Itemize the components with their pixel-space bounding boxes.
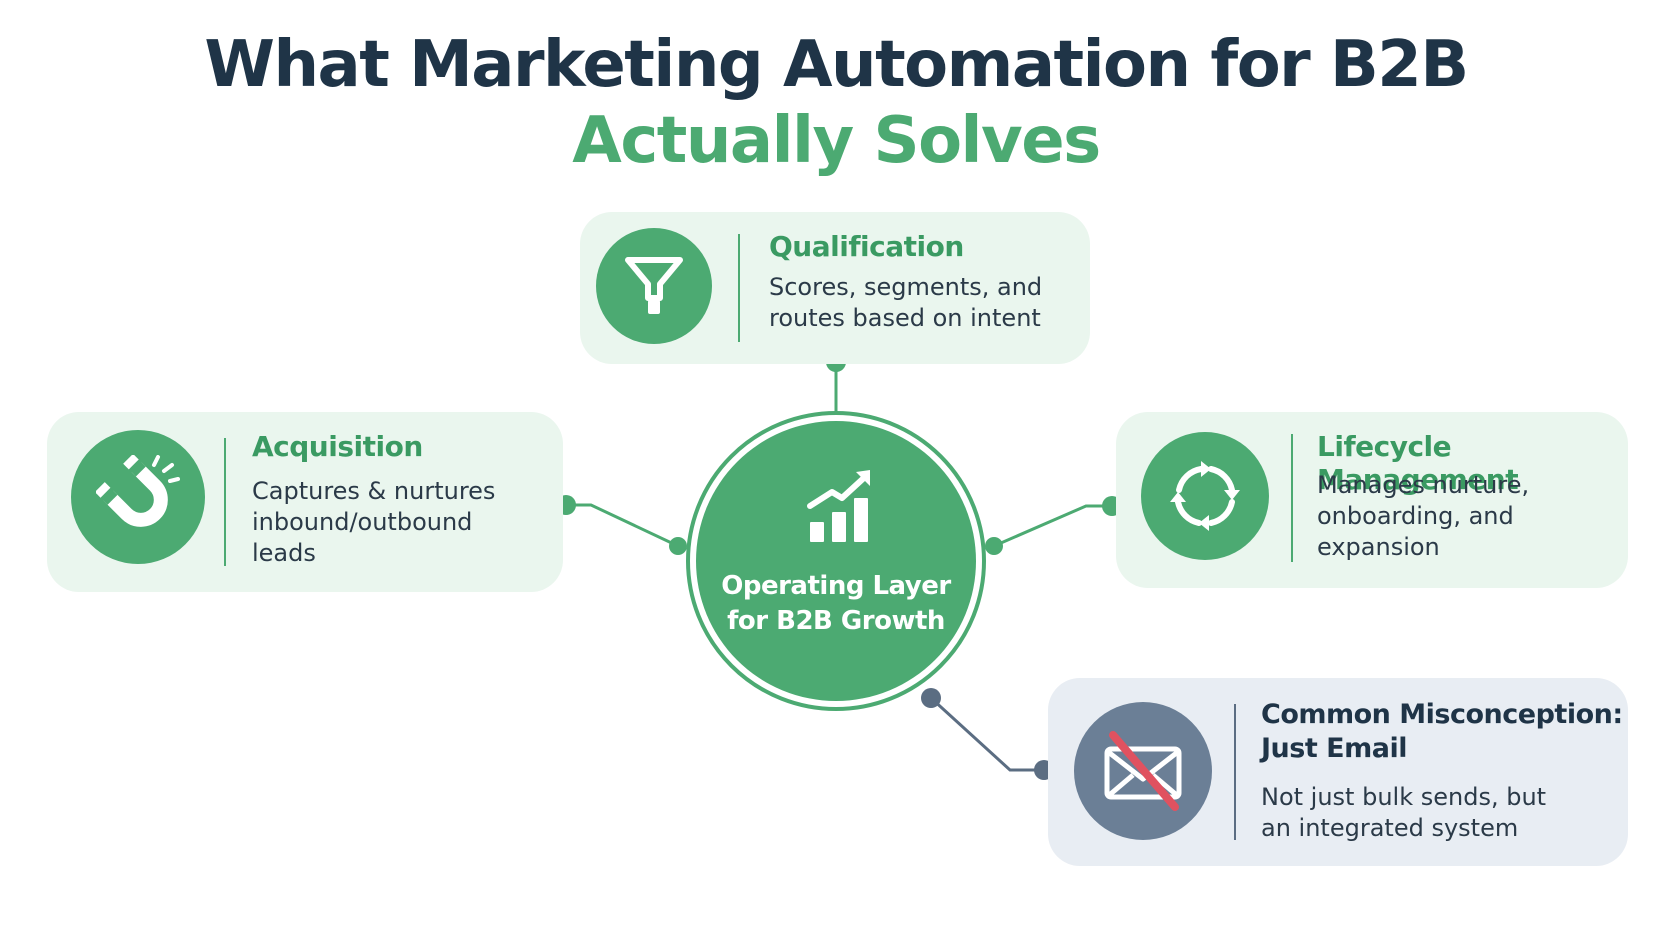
acquisition-title: Acquisition bbox=[252, 430, 423, 463]
bar-chart-growth-icon bbox=[807, 470, 870, 542]
connector-acquisition bbox=[556, 495, 687, 555]
card-divider bbox=[1291, 434, 1293, 562]
magnet-icon bbox=[71, 430, 205, 564]
cycle-arrows-icon bbox=[1141, 432, 1269, 560]
connector-misconception bbox=[921, 688, 1054, 780]
acquisition-description: Captures & nurtures inbound/outbound lea… bbox=[252, 477, 496, 567]
connector-lifecycle bbox=[985, 496, 1122, 555]
crossed-envelope-icon bbox=[1074, 702, 1212, 840]
qualification-card: Qualification Scores, segments, and rout… bbox=[580, 212, 1090, 364]
funnel-icon bbox=[596, 228, 712, 344]
misconception-card: Common Misconception: Just Email Not jus… bbox=[1048, 678, 1628, 866]
acquisition-card: Acquisition Captures & nurtures inbound/… bbox=[47, 412, 563, 592]
lifecycle-description: Manages nurture, onboarding, and expansi… bbox=[1317, 471, 1530, 561]
misconception-title: Common Misconception: Just Email bbox=[1261, 699, 1623, 764]
hub-label: Operating Layer for B2B Growth bbox=[721, 571, 951, 636]
lifecycle-card: Lifecycle Management Manages nurture, on… bbox=[1116, 412, 1628, 588]
card-divider bbox=[224, 438, 226, 566]
qualification-description: Scores, segments, and routes based on in… bbox=[769, 273, 1043, 332]
card-divider bbox=[1234, 704, 1236, 840]
card-divider bbox=[738, 234, 740, 342]
hub-circle: Operating Layer for B2B Growth bbox=[696, 421, 976, 701]
page-title: What Marketing Automation for B2B bbox=[204, 28, 1469, 102]
lifecycle-title: Lifecycle Management bbox=[1317, 430, 1519, 496]
qualification-title: Qualification bbox=[769, 230, 964, 263]
misconception-description: Not just bulk sends, but an integrated s… bbox=[1261, 783, 1547, 842]
central-hub: Operating Layer for B2B Growth bbox=[686, 411, 986, 711]
page-title-highlight: Actually Solves bbox=[572, 104, 1101, 178]
